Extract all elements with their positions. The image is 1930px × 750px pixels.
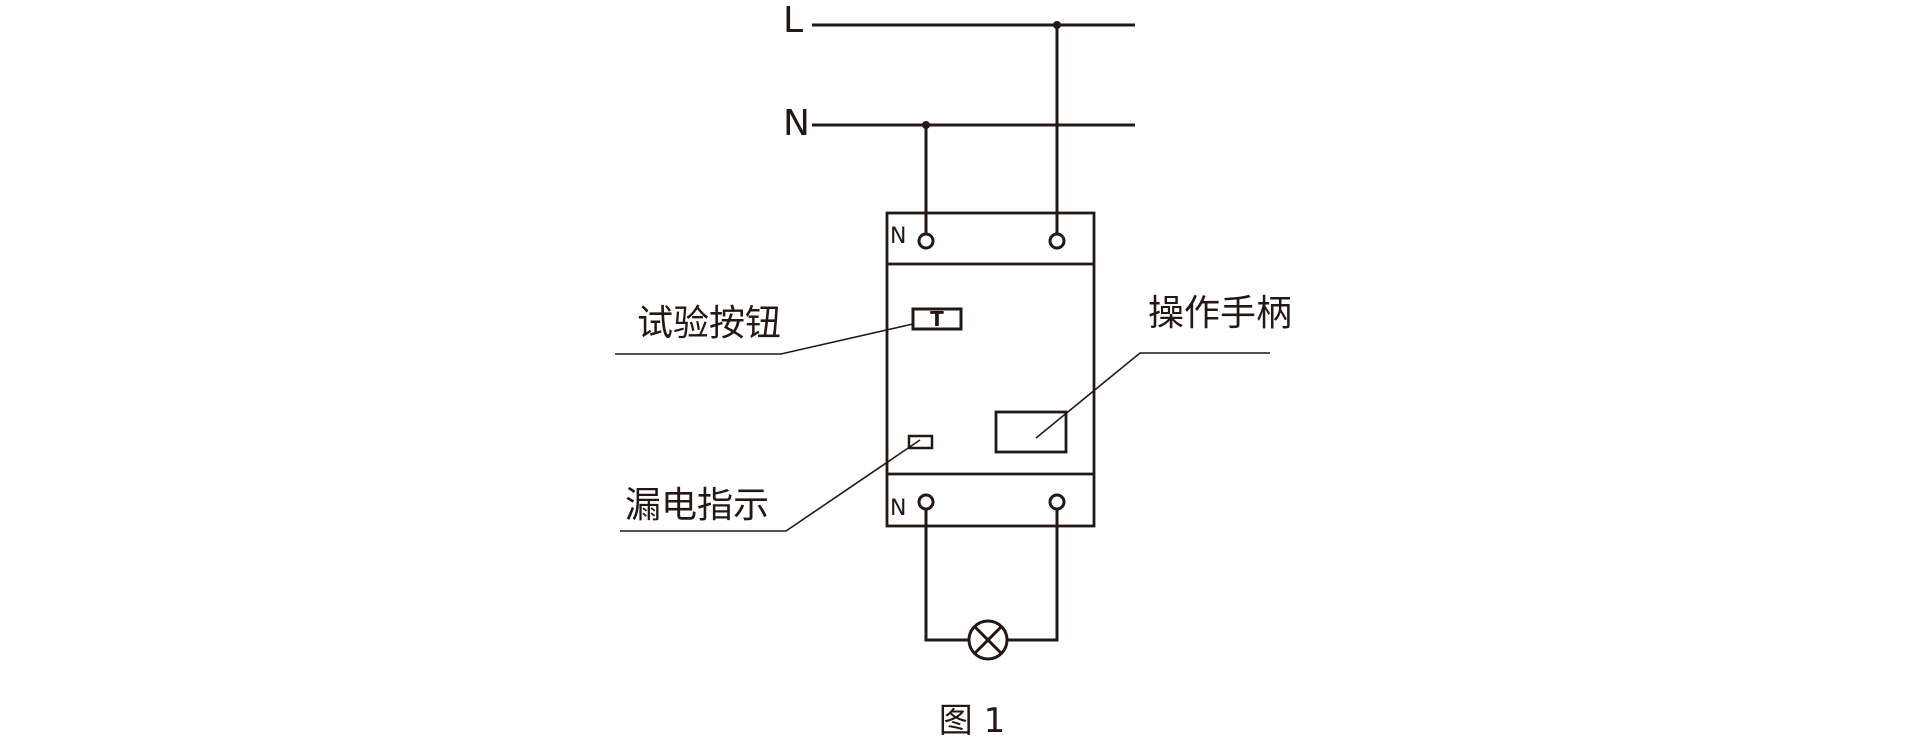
top-neutral-terminal: [917, 232, 935, 250]
bottom-neutral-terminal: [917, 493, 935, 511]
test-button-glyph: T: [930, 307, 944, 331]
leak-indicator-callout: 漏电指示: [625, 485, 769, 526]
neutral-line-label: N: [783, 103, 810, 144]
top-live-terminal: [1048, 232, 1066, 250]
leak-indicator-lamp: [907, 434, 934, 450]
handle-leader: [1035, 352, 1270, 439]
live-line-label: L: [783, 0, 803, 41]
load-return-wire: [1007, 509, 1059, 642]
bottom-live-terminal: [1048, 493, 1066, 511]
breaker-body: [885, 211, 1096, 528]
figure-caption: 图 1: [939, 701, 1005, 741]
neutral-junction-dot: [922, 121, 930, 129]
leak-indicator-leader: [620, 439, 921, 532]
bottom-neutral-terminal-label: N: [890, 496, 906, 521]
test-button-leader: [615, 323, 914, 355]
test-button: T: [911, 307, 963, 331]
top-neutral-terminal-label: N: [890, 224, 906, 249]
operating-handle: [994, 410, 1068, 454]
load-wire: [924, 509, 970, 642]
handle-callout: 操作手柄: [1148, 293, 1292, 334]
live-junction-dot: [1053, 21, 1061, 29]
test-button-callout: 试验按钮: [637, 303, 781, 344]
lamp-icon: [967, 619, 1009, 661]
